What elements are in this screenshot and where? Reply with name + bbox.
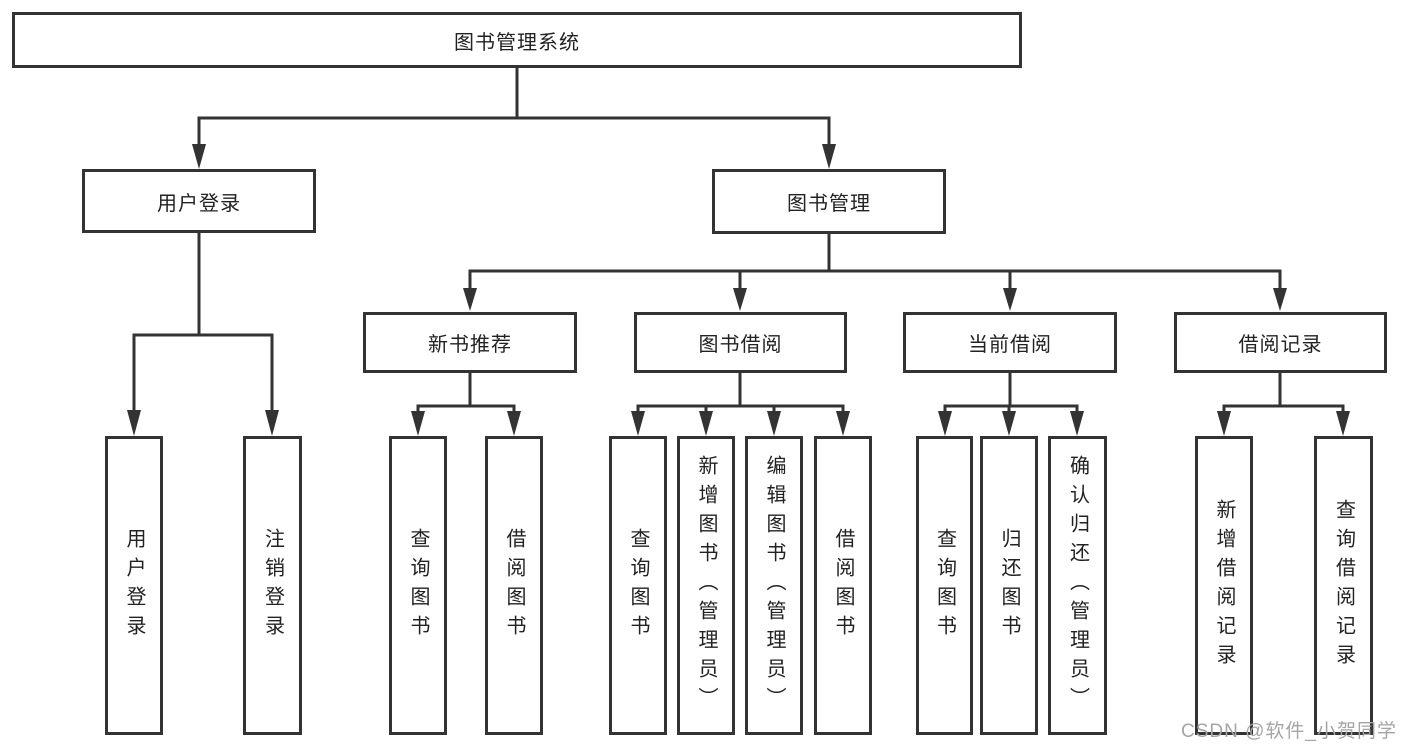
- node-borrow-records: 借阅记录: [1174, 312, 1387, 373]
- connector-borrow-records-to-children: [1217, 373, 1350, 436]
- node-borrow-records-label: 借阅记录: [1238, 334, 1323, 356]
- node-root-label: 图书管理系统: [454, 31, 580, 54]
- leaf-edit-books-admin: 编辑图书（管理员）: [745, 436, 803, 735]
- node-book-management: 图书管理: [712, 169, 946, 234]
- leaf-borrow-books: 借阅图书: [814, 436, 872, 735]
- leaf-add-books-admin-label: 新增图书（管理员）: [695, 455, 717, 716]
- leaf-confirm-return-admin: 确认归还（管理员）: [1048, 436, 1107, 735]
- leaf-add-borrow-record-label: 新增借阅记录: [1213, 498, 1235, 673]
- csdn-watermark: CSDN @软件_小贺同学: [1181, 721, 1397, 742]
- connector-current-borrow-to-children: [938, 373, 1084, 436]
- node-current-borrow: 当前借阅: [903, 312, 1117, 373]
- leaf-logout-label: 注销登录: [261, 527, 284, 644]
- leaf-query-borrow-record-label: 查询借阅记录: [1332, 498, 1355, 673]
- connector-root-to-level2: [192, 68, 836, 169]
- leaf-return-books-label: 归还图书: [998, 527, 1020, 644]
- leaf-recommend-borrow-books: 借阅图书: [485, 436, 543, 735]
- leaf-current-query-books: 查询图书: [916, 436, 973, 735]
- leaf-add-borrow-record: 新增借阅记录: [1195, 436, 1253, 735]
- node-user-login-label: 用户登录: [157, 192, 241, 215]
- leaf-add-books-admin: 新增图书（管理员）: [677, 436, 735, 735]
- leaf-query-borrow-record: 查询借阅记录: [1314, 436, 1373, 735]
- leaf-current-query-books-label: 查询图书: [933, 527, 956, 644]
- leaf-return-books: 归还图书: [980, 436, 1038, 735]
- connector-book-borrow-to-children: [631, 373, 850, 436]
- node-current-borrow-label: 当前借阅: [968, 334, 1052, 356]
- leaf-borrow-query-books: 查询图书: [609, 436, 667, 735]
- node-book-management-label: 图书管理: [787, 193, 871, 215]
- node-book-borrow: 图书借阅: [634, 312, 847, 373]
- leaf-recommend-query-books-label: 查询图书: [407, 527, 429, 644]
- connector-user-login-to-children: [127, 233, 279, 436]
- leaf-confirm-return-admin-label: 确认归还（管理员）: [1066, 455, 1089, 716]
- leaf-borrow-books-label: 借阅图书: [832, 527, 854, 644]
- leaf-borrow-query-books-label: 查询图书: [627, 527, 649, 644]
- node-new-book-recommend-label: 新书推荐: [428, 334, 512, 356]
- leaf-user-login-label: 用户登录: [123, 527, 145, 644]
- leaf-logout: 注销登录: [243, 436, 302, 735]
- node-new-book-recommend: 新书推荐: [363, 312, 577, 373]
- leaf-edit-books-admin-label: 编辑图书（管理员）: [763, 455, 785, 716]
- leaf-recommend-query-books: 查询图书: [389, 436, 447, 735]
- node-root: 图书管理系统: [12, 12, 1022, 68]
- node-user-login: 用户登录: [82, 169, 316, 233]
- connector-new-book-rec-to-children: [411, 373, 521, 436]
- connector-book-mgmt-to-level3: [463, 234, 1287, 311]
- node-book-borrow-label: 图书借阅: [698, 334, 783, 356]
- leaf-user-login: 用户登录: [105, 436, 163, 735]
- leaf-recommend-borrow-books-label: 借阅图书: [503, 527, 525, 644]
